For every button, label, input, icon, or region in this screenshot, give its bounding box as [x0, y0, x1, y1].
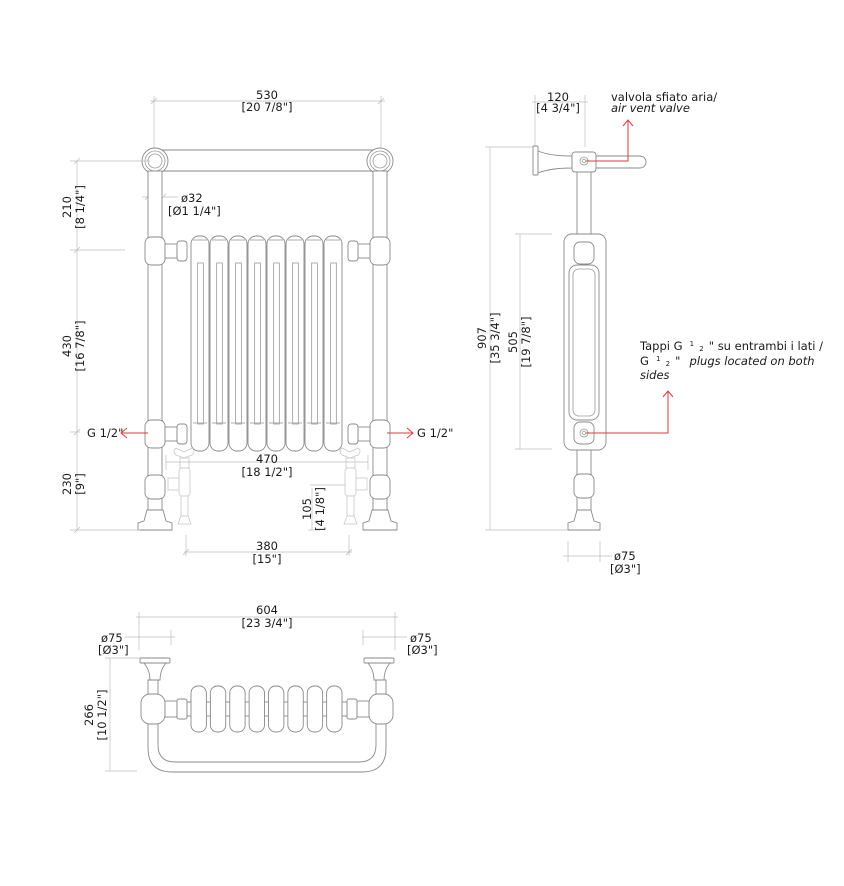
dim-505-value: 505 [506, 331, 520, 353]
dim-75-side-value: ø75 [614, 549, 636, 563]
dim-470-value: 470 [256, 452, 278, 466]
connection-right-annotation: G 1/2" [387, 426, 453, 440]
radiator-connectors [164, 240, 371, 445]
dim-530-value: 530 [256, 88, 278, 102]
dim-210-imperial: [8 1/4"] [73, 185, 87, 229]
side-post [563, 171, 607, 531]
radiator-column-groove [330, 262, 337, 425]
air-vent-annotation: valvola sfiato aria/ air vent valve [586, 90, 717, 162]
radiator-column [247, 235, 267, 452]
dim-380-imperial: [15"] [253, 552, 282, 566]
radiator-column [209, 235, 229, 452]
top-radiator-fin [287, 685, 304, 733]
top-view: 604 [23 3/4"] ø75 [Ø3"] ø75 [Ø3"] 266 [1… [82, 603, 438, 773]
plugs-annotation: Tappi G 1 2 " su entrambi i lati / G 1 2… [586, 331, 823, 434]
radiator-column-groove [197, 262, 204, 425]
dim-907-value: 907 [475, 327, 489, 349]
top-radiator-fin [306, 685, 324, 733]
right-valve [339, 447, 368, 525]
connection-right-label: G 1/2" [417, 426, 453, 440]
front-view: 530 [20 7/8"] ø32 [Ø1 1/4"] [60, 88, 453, 566]
dimension-total-width: 604 [23 3/4"] [136, 603, 398, 650]
left-valve [167, 447, 195, 525]
top-radiator-fin [248, 685, 265, 733]
dim-75-left-imperial: [Ø3"] [98, 643, 129, 657]
dim-266-value: 266 [82, 704, 96, 726]
connection-left-annotation: G 1/2" [87, 426, 148, 440]
dim-75-left-value: ø75 [101, 631, 123, 645]
dimension-side-heights: 907 [35 3/4"] 505 [19 7/8"] [475, 146, 568, 531]
dim-120-imperial: [4 3/4"] [536, 101, 580, 115]
top-radiator-fin [326, 685, 343, 733]
connection-left-label: G 1/2" [87, 426, 123, 440]
dim-505-imperial: [19 7/8"] [519, 316, 533, 367]
radiator-column [190, 235, 210, 452]
dim-75-side-imperial: [Ø3"] [610, 562, 641, 576]
top-u-rail [147, 679, 387, 773]
top-radiator-fins [190, 685, 343, 733]
dimension-foot-left: ø75 [Ø3"] [98, 630, 175, 657]
top-wall-brackets [139, 657, 395, 681]
left-post [137, 170, 173, 531]
plugs-label-line1: Tappi G 1 2 " su entrambi i lati / [639, 331, 823, 355]
air-vent-label-en: air vent valve [611, 101, 690, 115]
radiator-column-groove [292, 262, 299, 425]
radiator-column-groove [311, 262, 318, 425]
radiator-column-groove [235, 262, 242, 425]
dimension-depth: 120 [4 3/4"] [532, 90, 588, 147]
top-rail [141, 147, 394, 175]
dimension-width-top: 530 [20 7/8"] [150, 88, 385, 150]
dim-604-value: 604 [256, 603, 278, 617]
radiator-column [304, 235, 324, 452]
side-top-bracket [532, 145, 647, 176]
top-radiator-fin [209, 685, 227, 733]
dim-210-value: 210 [60, 196, 74, 218]
dim-120-value: 120 [547, 90, 569, 104]
top-radiator-fin [190, 685, 207, 733]
dim-105-imperial: [4 1/8"] [313, 487, 327, 531]
plugs-label-line2: G 1 2 " plugs located on both [640, 346, 815, 370]
top-end-joints [140, 693, 394, 725]
dimension-foot-diameter: ø75 [Ø3"] [563, 541, 641, 576]
dimension-valve-height: 105 [4 1/8"] [300, 484, 345, 531]
air-vent-label-it: valvola sfiato aria/ [611, 90, 717, 104]
dim-32-imperial: [Ø1 1/4"] [168, 204, 221, 218]
dim-604-imperial: [23 3/4"] [241, 616, 292, 630]
radiator-column-groove [273, 262, 280, 425]
top-radiator-fin [229, 685, 246, 733]
radiator-column [285, 235, 305, 452]
dimension-tube-diameter: ø32 [Ø1 1/4"] [142, 191, 221, 218]
radiator-column [323, 235, 343, 452]
dim-230-value: 230 [60, 473, 74, 495]
dimension-valve-spacing: 380 [15"] [182, 535, 353, 566]
dim-380-value: 380 [256, 539, 278, 553]
plugs-label-line3: sides [640, 368, 670, 382]
dim-430-imperial: [16 7/8"] [73, 320, 87, 371]
dim-75-right-value: ø75 [410, 631, 432, 645]
radiator-columns [190, 235, 343, 452]
dimension-width-radiator: 470 [18 1/2"] [165, 452, 369, 479]
radiator-column-groove [216, 262, 223, 425]
dim-530-imperial: [20 7/8"] [241, 100, 292, 114]
dim-105-value: 105 [300, 498, 314, 520]
radiator-column [228, 235, 248, 452]
dimension-foot-right: ø75 [Ø3"] [362, 630, 438, 657]
dimension-heights-left: 210 [8 1/4"] 430 [16 7/8"] 230 [9"] [60, 157, 150, 534]
dimension-top-depth: 266 [10 1/2"] [82, 657, 140, 772]
radiator-column-groove [254, 262, 261, 425]
dim-470-imperial: [18 1/2"] [241, 465, 292, 479]
top-radiator-fin [268, 685, 285, 733]
dim-907-imperial: [35 3/4"] [488, 312, 502, 363]
right-post [362, 170, 398, 531]
dim-75-right-imperial: [Ø3"] [407, 643, 438, 657]
dim-32-value: ø32 [181, 191, 203, 205]
radiator-column [266, 235, 286, 452]
side-view: 120 [4 3/4"] [475, 90, 823, 576]
dim-266-imperial: [10 1/2"] [95, 689, 109, 740]
dim-230-imperial: [9"] [73, 473, 87, 495]
dim-430-value: 430 [60, 335, 74, 357]
